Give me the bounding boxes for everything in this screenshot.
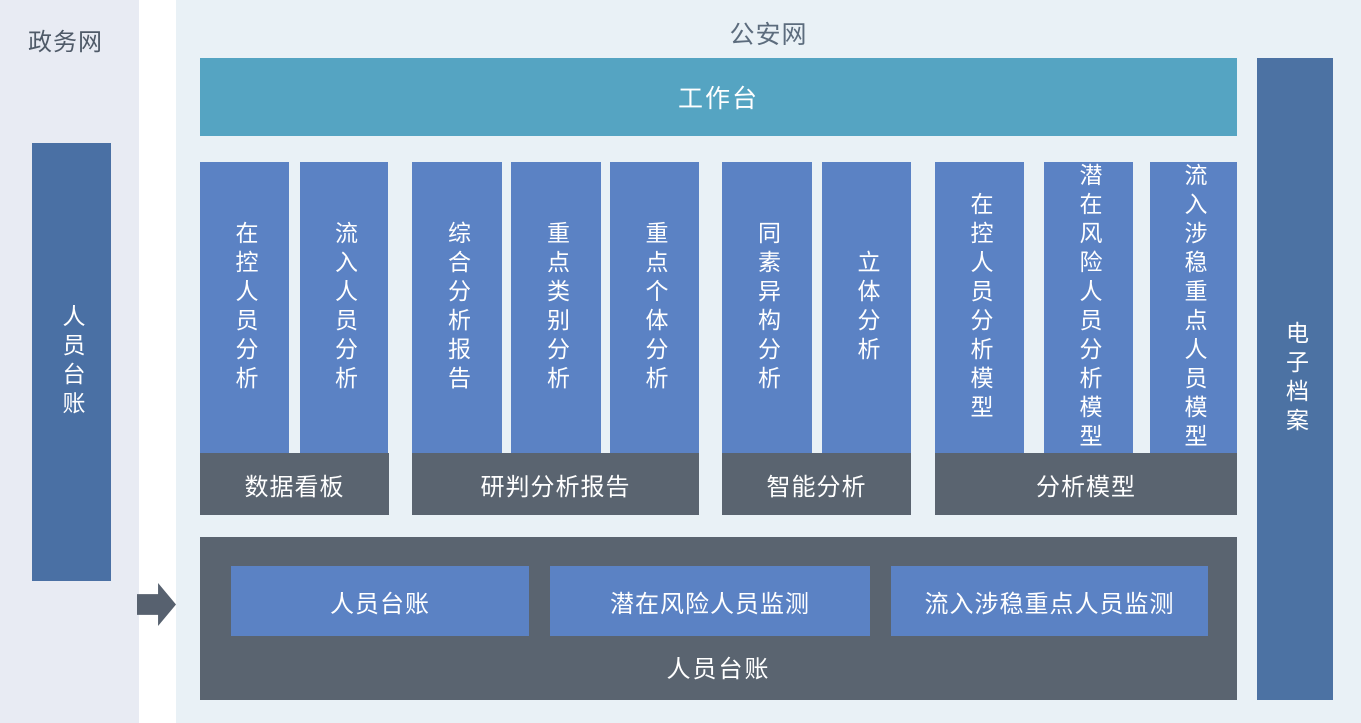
gov-personnel-ledger-bar: 人员台账: [32, 143, 111, 581]
group-intelligent-analysis: 智能分析: [722, 453, 911, 515]
button-personnel-ledger: 人员台账: [231, 566, 529, 636]
workbench-bar: 工作台: [200, 58, 1237, 136]
personnel-ledger-box: 人员台账 潜在风险人员监测 流入涉稳重点人员监测 人员台账: [200, 537, 1237, 700]
workbench-label: 工作台: [677, 85, 759, 113]
button-potential-risk-monitoring: 潜在风险人员监测: [550, 566, 870, 636]
group-analysis-model: 分析模型: [935, 453, 1237, 515]
electronic-archive-bar: 电子档案: [1257, 58, 1333, 700]
police-network-title: 公安网: [729, 21, 808, 49]
button-label: 流入涉稳重点人员监测: [924, 590, 1175, 618]
group-analysis-report: 研判分析报告: [412, 453, 699, 515]
column-label: 重点类别分析: [543, 220, 570, 395]
column-key-category-analysis: 重点类别分析: [511, 162, 601, 453]
column-label: 流入涉稳重点人员模型: [1181, 162, 1207, 453]
column-label: 在控人员分析: [232, 220, 258, 395]
column-stereo-analysis: 立体分析: [822, 162, 911, 453]
group-label: 数据看板: [244, 473, 345, 501]
column-inflow-stability-personnel-model: 流入涉稳重点人员模型: [1150, 162, 1237, 453]
personnel-ledger-caption: 人员台账: [666, 656, 771, 683]
column-label: 重点个体分析: [642, 220, 668, 395]
gov-personnel-ledger-label: 人员台账: [59, 304, 85, 420]
button-inflow-stability-monitoring: 流入涉稳重点人员监测: [891, 566, 1208, 636]
police-network-panel: 公安网 工作台 在控人员分析 流入人员分析 数据看板 综合分析报告 重点类别分析…: [176, 0, 1361, 723]
column-comprehensive-analysis-report: 综合分析报告: [412, 162, 502, 453]
column-label: 潜在风险人员分析模型: [1076, 162, 1102, 453]
group-label: 智能分析: [766, 473, 867, 501]
gov-network-title: 政务网: [28, 29, 103, 56]
column-inflow-personnel-analysis: 流入人员分析: [300, 162, 388, 453]
button-label: 人员台账: [330, 590, 430, 618]
flow-arrow-icon: [137, 583, 176, 626]
column-controlled-personnel-model: 在控人员分析模型: [935, 162, 1024, 453]
column-label: 流入人员分析: [331, 220, 358, 395]
column-potential-risk-personnel-model: 潜在风险人员分析模型: [1044, 162, 1133, 453]
column-label: 综合分析报告: [444, 220, 471, 395]
column-label: 在控人员分析模型: [967, 191, 993, 424]
column-label: 同素异构分析: [754, 220, 781, 395]
column-controlled-personnel-analysis: 在控人员分析: [200, 162, 289, 453]
column-key-individual-analysis: 重点个体分析: [610, 162, 699, 453]
group-data-dashboard: 数据看板: [200, 453, 389, 515]
button-label: 潜在风险人员监测: [610, 590, 810, 618]
group-label: 研判分析报告: [480, 473, 631, 501]
group-label: 分析模型: [1036, 473, 1136, 501]
gov-network-panel: 政务网 人员台账: [0, 0, 139, 723]
column-isomer-analysis: 同素异构分析: [722, 162, 812, 453]
electronic-archive-label: 电子档案: [1282, 321, 1309, 437]
column-label: 立体分析: [854, 249, 880, 366]
